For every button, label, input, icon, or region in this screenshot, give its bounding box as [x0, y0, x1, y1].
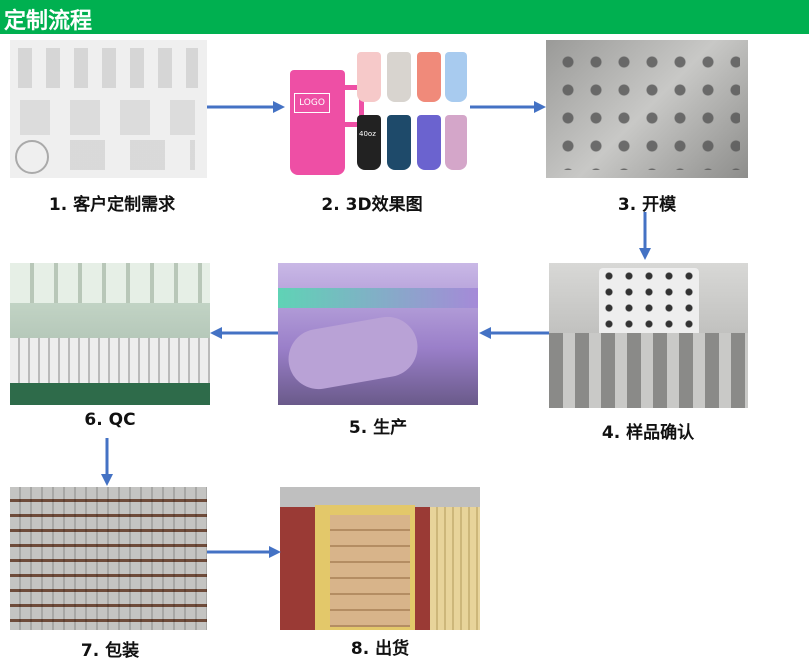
- step-1-image: [10, 40, 207, 178]
- step-8-image: [280, 487, 480, 630]
- step-4-image: [549, 263, 748, 408]
- step-3-image: [546, 40, 748, 178]
- arrow-right-7-8: [207, 546, 281, 558]
- step-3-caption: 3. 开模: [617, 195, 677, 215]
- arrow-down-6-7: [101, 438, 113, 486]
- logo-label: LOGO: [294, 93, 330, 113]
- size-label: 40oz: [359, 130, 376, 138]
- arrow-right-2-3: [470, 101, 546, 113]
- arrow-down-3-4: [639, 212, 651, 260]
- step-8-caption: 8. 出货: [350, 639, 410, 659]
- header-bar: 定制流程: [0, 0, 809, 34]
- step-2-caption: 2. 3D效果图: [321, 195, 423, 215]
- step-6-image: [10, 263, 210, 405]
- page-title: 定制流程: [4, 9, 93, 34]
- step-5-caption: 5. 生产: [348, 418, 408, 438]
- step-7-image: [10, 487, 207, 630]
- arrow-right-1-2: [207, 101, 285, 113]
- arrow-left-5-6: [210, 327, 278, 339]
- arrow-left-4-5: [479, 327, 549, 339]
- step-5-image: [278, 263, 478, 405]
- step-4-caption: 4. 样品确认: [601, 423, 695, 443]
- step-7-caption: 7. 包装: [80, 641, 140, 661]
- step-6-caption: 6. QC: [84, 410, 136, 430]
- step-2-image: LOGO 40oz: [280, 40, 470, 178]
- step-1-caption: 1. 客户定制需求: [48, 195, 176, 215]
